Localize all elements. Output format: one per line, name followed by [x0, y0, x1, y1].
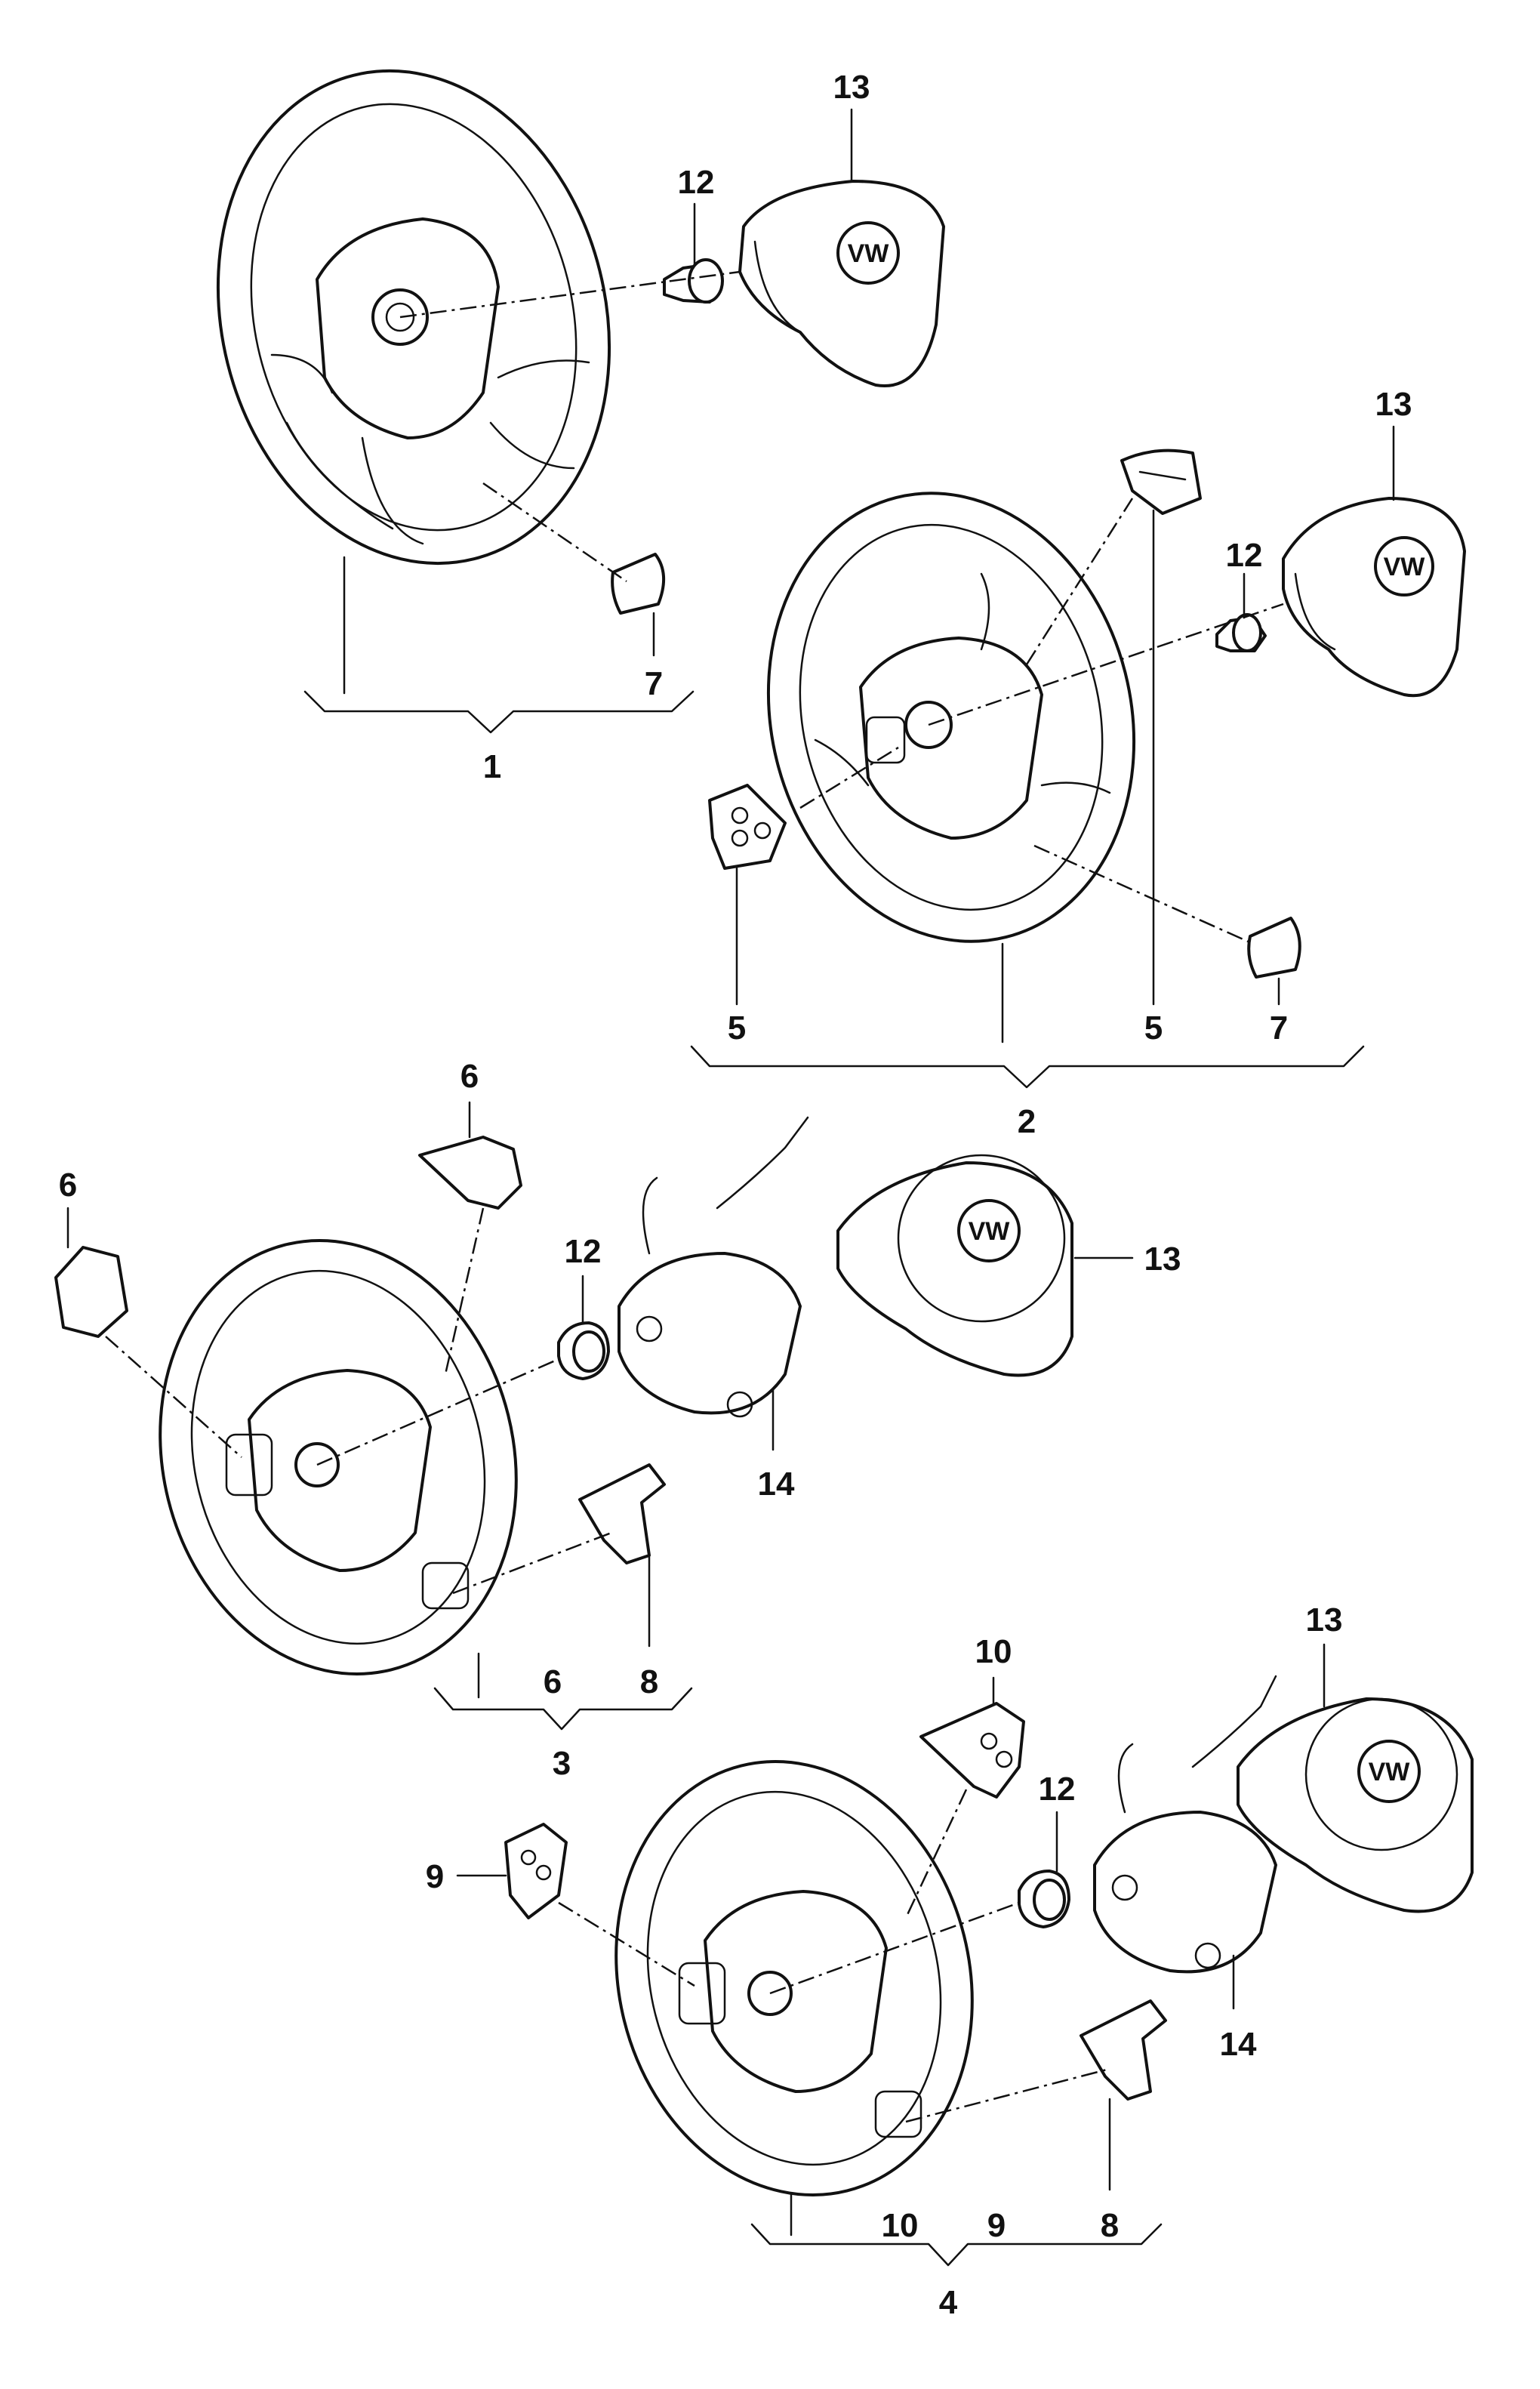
steering-wheel-hub [248, 1369, 432, 1572]
callout-8: 8 [640, 1663, 658, 1700]
group-bracket-3 [433, 1687, 693, 1731]
bolt-12-c [557, 1321, 610, 1380]
bolt-12-d [1018, 1870, 1070, 1928]
clock-spring-14-a [618, 1116, 809, 1418]
callout-12: 12 [678, 164, 715, 201]
steering-wheel-rim [614, 1760, 974, 2196]
trim-cover-8-a [578, 1463, 666, 1564]
steering-wheel-hub [704, 1890, 888, 2093]
steering-wheel-rim [159, 1239, 518, 1675]
group-bracket-1 [303, 690, 695, 734]
callout-5: 5 [728, 1010, 746, 1047]
airbag-module [836, 1161, 1073, 1377]
clock-spring-14-b [1093, 1675, 1277, 1974]
steering-wheel-rim [766, 492, 1136, 943]
vw-logo-icon [1357, 1740, 1421, 1803]
vw-logo-icon [1374, 536, 1434, 596]
airbag-13-b: VW [1282, 497, 1466, 698]
callout-9: 9 [987, 2207, 1006, 2244]
group-bracket-2 [690, 1045, 1365, 1089]
callout-13: 13 [1375, 386, 1412, 423]
svg-text:VW: VW [969, 1217, 1011, 1246]
switch-5-upper [1120, 449, 1202, 515]
vw-logo-icon [957, 1199, 1021, 1262]
switch-10 [919, 1702, 1025, 1799]
svg-text:VW: VW [1369, 1758, 1411, 1786]
callout-9: 9 [426, 1858, 444, 1895]
svg-text:VW: VW [1384, 553, 1426, 581]
trim-cover-8-b [1080, 1999, 1167, 2101]
callout-13: 13 [833, 69, 870, 106]
callout-5: 5 [1144, 1010, 1163, 1047]
callout-1: 1 [483, 748, 501, 785]
callout-8: 8 [1101, 2207, 1119, 2244]
switch-pad-left [865, 716, 906, 764]
callout-12: 12 [1039, 1771, 1076, 1808]
steering-column-hole [294, 1442, 340, 1487]
callout-13: 13 [1144, 1241, 1181, 1278]
steering-column-hole [904, 701, 953, 749]
callout-14: 14 [758, 1466, 795, 1503]
assembly-1 [216, 69, 611, 566]
steering-column-hole [747, 1971, 793, 2016]
airbag-13-c: VW [836, 1154, 1073, 1377]
steering-wheel-hub [859, 637, 1043, 840]
bolt-12-a [663, 258, 724, 304]
callout-6: 6 [544, 1663, 562, 1700]
callout-6: 6 [460, 1058, 479, 1095]
assembly-3 [159, 1239, 518, 1675]
callout-7: 7 [1270, 1010, 1288, 1047]
callout-12: 12 [565, 1233, 602, 1270]
airbag-13-d: VW [1237, 1697, 1474, 1913]
trim-cover-6-top [418, 1136, 522, 1210]
svg-text:VW: VW [848, 239, 890, 268]
bolt-12-b [1215, 613, 1267, 652]
steering-wheel-rim [216, 69, 611, 566]
airbag-13-a: VW [738, 180, 945, 387]
clock-spring [618, 1252, 802, 1415]
steering-wheel-hub [316, 217, 500, 439]
assembly-2 [766, 492, 1136, 943]
callout-6: 6 [59, 1167, 77, 1204]
assembly-4 [614, 1760, 974, 2196]
switch-5-left [708, 784, 787, 870]
callout-14: 14 [1220, 2026, 1257, 2063]
callout-4: 4 [939, 2284, 958, 2321]
clock-spring [1093, 1811, 1277, 1974]
callout-10: 10 [975, 1633, 1012, 1670]
callout-2: 2 [1018, 1103, 1036, 1140]
trim-cover-7-a [611, 553, 666, 615]
callout-10: 10 [882, 2207, 919, 2244]
trim-cover-7-b [1247, 917, 1301, 979]
airbag-module [1282, 497, 1466, 698]
airbag-module [738, 180, 945, 387]
callout-12: 12 [1226, 537, 1263, 574]
callout-7: 7 [645, 665, 663, 702]
steering-column-hole [371, 288, 429, 346]
callout-13: 13 [1306, 1601, 1343, 1638]
group-bracket-4 [750, 2223, 1163, 2267]
steering-wheel-rim-inner [250, 103, 578, 532]
vw-logo-icon [836, 221, 900, 285]
callout-3: 3 [553, 1745, 571, 1782]
trim-cover-6-left [54, 1246, 128, 1338]
